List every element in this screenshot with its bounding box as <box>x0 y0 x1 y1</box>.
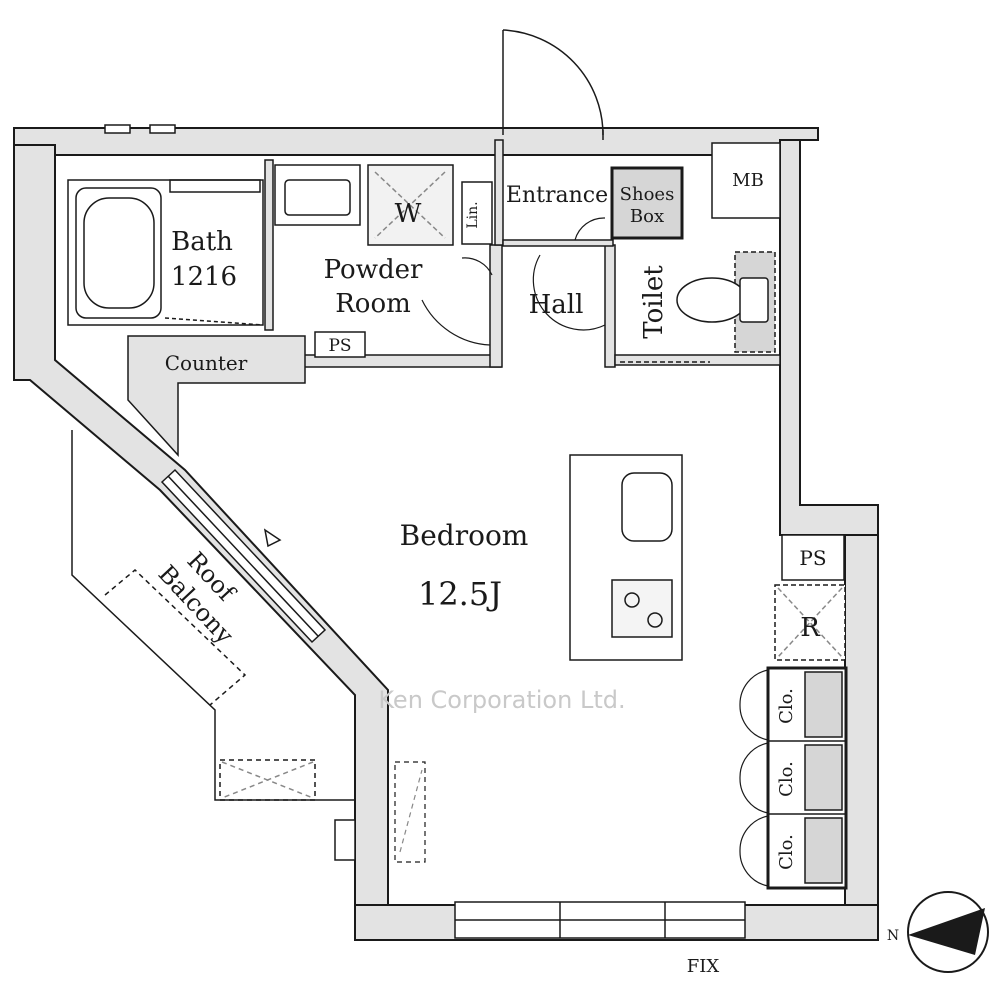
label-bath: Bath <box>171 227 233 257</box>
watermark: Ken Corporation Ltd. <box>378 686 625 714</box>
label-washer: W <box>395 199 422 229</box>
interior-partitions <box>127 139 781 457</box>
top-vent-2 <box>149 124 176 134</box>
label-closet-2: Clo. <box>776 761 797 797</box>
shoes-box <box>610 166 684 240</box>
label-fix: FIX <box>687 956 720 977</box>
compass-north-label: N <box>887 928 899 944</box>
sink <box>621 472 673 542</box>
entrance-door <box>502 29 604 140</box>
bath-fixtures <box>67 179 264 326</box>
label-bedroom: Bedroom <box>400 519 529 552</box>
label-shoes-1: Shoes <box>620 184 675 205</box>
partition-bath <box>264 159 274 331</box>
room-labels: Bath 1216 W Lin. Powder Room Entrance Sh… <box>153 170 827 977</box>
label-powder-1: Powder <box>324 255 423 285</box>
toilet-bowl <box>676 277 748 323</box>
top-vent-1 <box>104 124 131 134</box>
wall-right-upper <box>779 139 879 536</box>
compass-needle-icon <box>908 908 985 955</box>
burner-1 <box>624 592 640 608</box>
roof-balcony <box>71 430 356 861</box>
label-bedroom-size: 12.5J <box>418 575 502 613</box>
ps-box-upper <box>314 331 366 358</box>
partition-entrance-left <box>494 139 504 246</box>
compass: N <box>887 891 989 973</box>
label-refrigerator: R <box>800 613 821 643</box>
label-entrance: Entrance <box>506 183 608 208</box>
label-hall: Hall <box>529 290 584 320</box>
mb-box <box>711 142 781 219</box>
balcony-drain <box>219 759 316 801</box>
label-linen: Lin. <box>465 201 481 228</box>
vanity <box>274 164 361 226</box>
partition-toilet-bottom <box>614 354 781 366</box>
ps-box-right <box>781 534 845 581</box>
linen-closet <box>461 181 493 245</box>
wall-right-lower <box>844 534 879 906</box>
kitchen-island <box>569 454 683 661</box>
hall-door-arcs <box>532 217 606 331</box>
partition-hall-right <box>604 244 616 368</box>
label-ps-upper: PS <box>328 336 351 356</box>
bath-room-frame <box>67 179 264 326</box>
utility-boxes <box>314 331 846 661</box>
bedroom-fixtures <box>394 761 426 863</box>
toilet-fixtures <box>620 251 776 363</box>
windows <box>104 124 746 939</box>
partition-entrance-bottom <box>502 239 614 247</box>
burner-2 <box>647 612 663 628</box>
label-counter: Counter <box>165 351 248 375</box>
counter-block <box>127 335 306 457</box>
stove <box>611 579 673 638</box>
label-powder-2: Room <box>335 289 411 319</box>
closets <box>739 666 848 890</box>
wall-top <box>13 127 819 156</box>
label-mb: MB <box>732 170 764 191</box>
label-ps-right: PS <box>799 546 826 570</box>
powder-fixtures <box>274 164 493 346</box>
label-toilet: Toilet <box>639 265 669 339</box>
label-closet-3: Clo. <box>776 834 797 870</box>
label-bath-size: 1216 <box>171 262 237 292</box>
partition-powder-bottom <box>272 354 502 368</box>
partition-hall-left <box>489 244 503 368</box>
label-closet-1: Clo. <box>776 688 797 724</box>
label-shoes-2: Box <box>630 206 664 227</box>
bathtub <box>75 187 162 319</box>
